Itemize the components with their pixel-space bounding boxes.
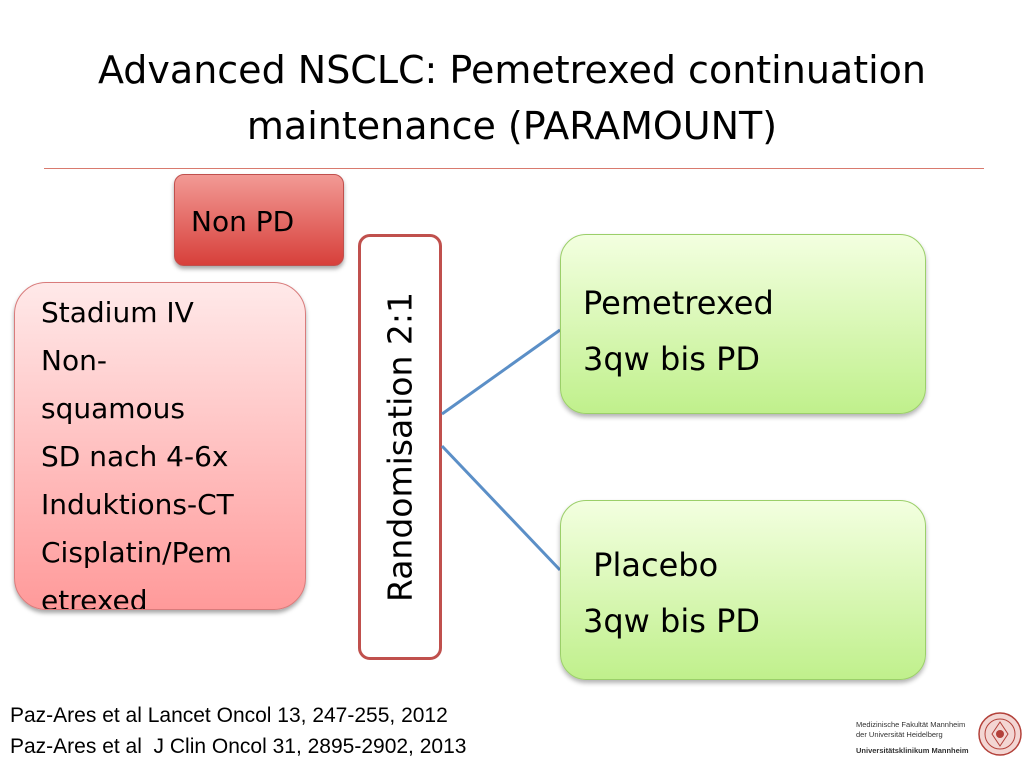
logo-text: Medizinische Fakultät Mannheim der Unive… [856, 720, 969, 756]
logo-line-2: der Universität Heidelberg [856, 730, 943, 739]
pemetrexed-arm-box: Pemetrexed 3qw bis PD [560, 234, 926, 414]
placebo-label: Placebo [583, 546, 719, 584]
inclusion-line: squamous [41, 392, 186, 425]
placebo-arm-box: Placebo 3qw bis PD [560, 500, 926, 680]
inclusion-line: Stadium IV [41, 296, 194, 329]
inclusion-line: etrexed [41, 584, 148, 610]
inclusion-criteria-box: Stadium IV Non- squamous SD nach 4-6x In… [14, 282, 306, 610]
placebo-schedule: 3qw bis PD [583, 602, 760, 640]
logo-line-3: Universitätsklinikum Mannheim [856, 746, 969, 755]
reference-2: Paz-Ares et al J Clin Oncol 31, 2895-290… [10, 735, 467, 758]
inclusion-line: Non- [41, 344, 107, 377]
connector-to-placebo [440, 444, 562, 572]
title-line-1: Advanced NSCLC: Pemetrexed continuation [97, 48, 926, 92]
non-pd-label: Non PD [191, 205, 295, 238]
pemetrexed-label: Pemetrexed [583, 284, 774, 322]
slide-title: Advanced NSCLC: Pemetrexed continuation … [40, 42, 984, 154]
inclusion-line: Induktions-CT [41, 488, 234, 521]
logo-line-1: Medizinische Fakultät Mannheim [856, 720, 966, 729]
non-pd-box: Non PD [174, 174, 344, 266]
reference-1: Paz-Ares et al Lancet Oncol 13, 247-255,… [10, 704, 448, 727]
inclusion-line: SD nach 4-6x [41, 440, 229, 473]
pemetrexed-schedule: 3qw bis PD [583, 340, 760, 378]
inclusion-line: Cisplatin/Pem [41, 536, 232, 569]
title-divider [44, 168, 984, 169]
university-seal-icon [978, 712, 1022, 756]
university-logo: Medizinische Fakultät Mannheim der Unive… [856, 712, 1024, 768]
references: Paz-Ares et al Lancet Oncol 13, 247-255,… [10, 700, 466, 762]
randomisation-box: Randomisation 2:1 [358, 234, 442, 660]
connector-to-pemetrexed [441, 328, 561, 416]
title-line-2: maintenance (PARAMOUNT) [246, 104, 778, 148]
